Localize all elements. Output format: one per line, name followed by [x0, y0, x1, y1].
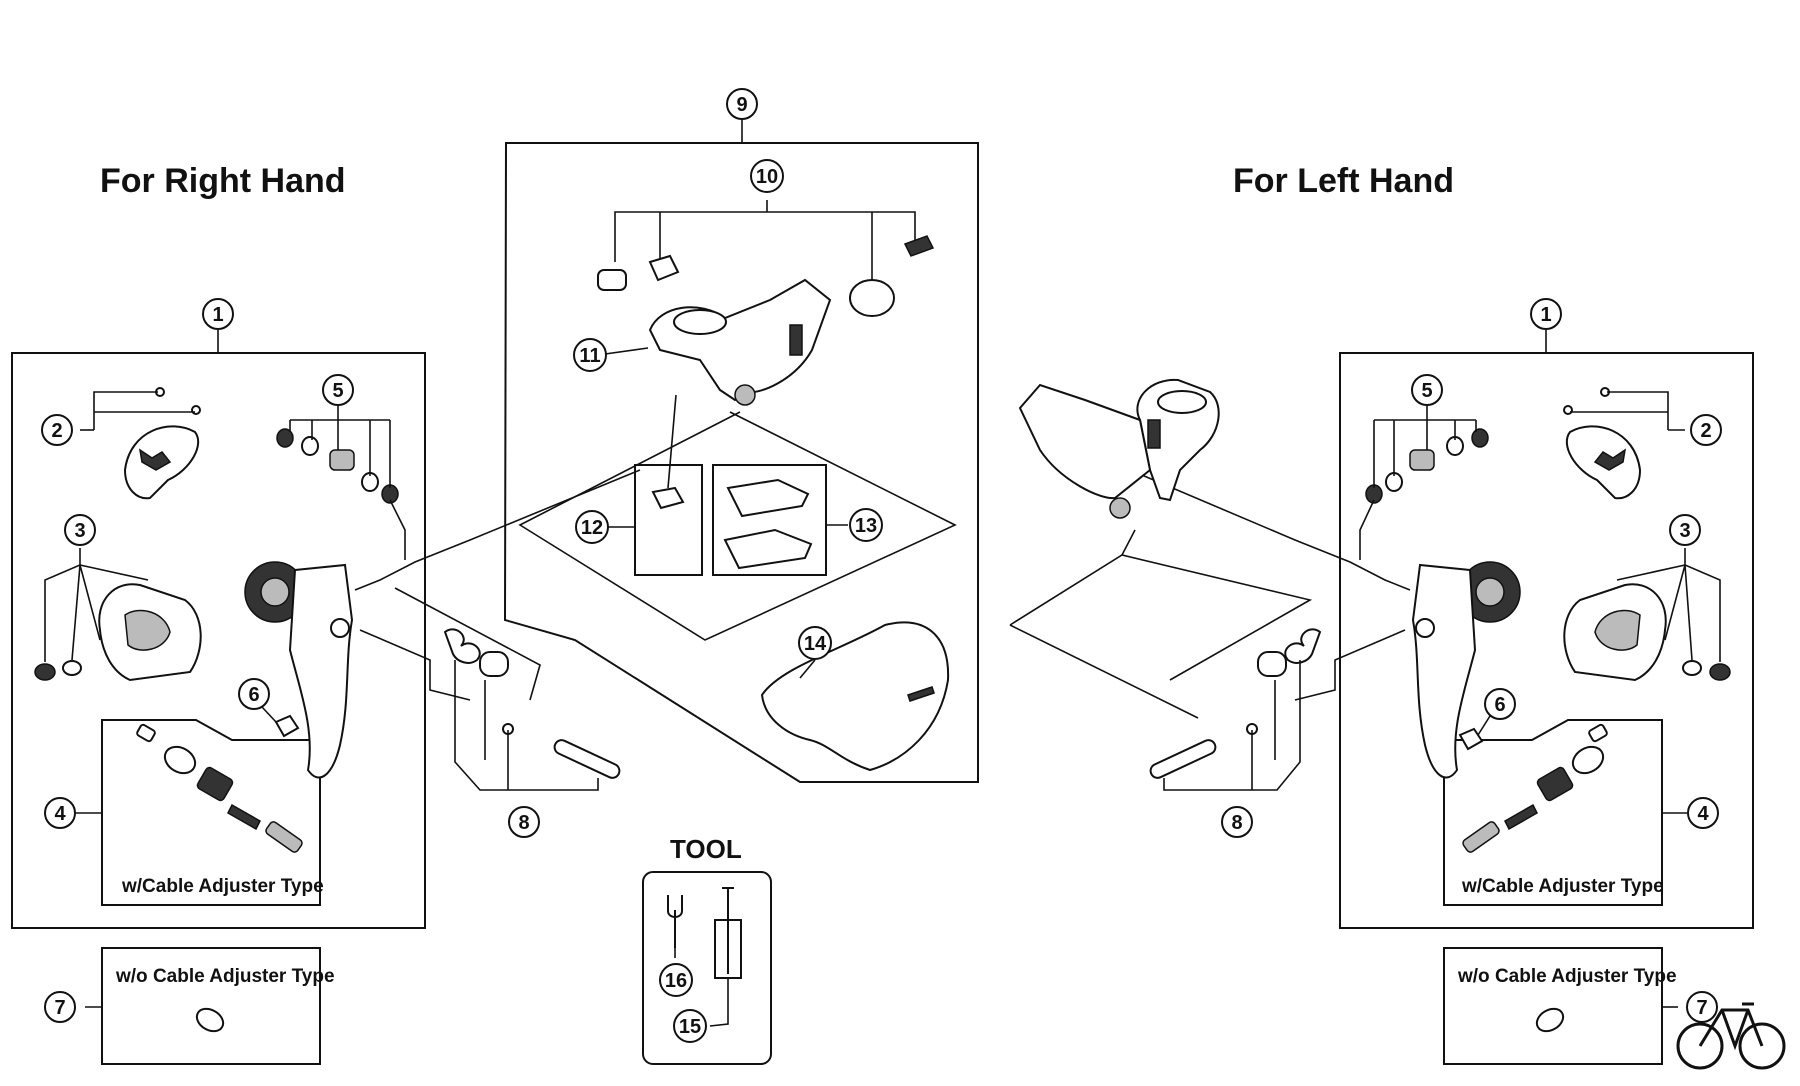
pad-12-part [651, 486, 685, 510]
left-hand-section: w/Cable Adjuster Type [1129, 330, 1754, 929]
callout-c9: 9 [726, 88, 758, 120]
left-adjuster-box [1443, 719, 1663, 906]
callout-l7: 7 [1686, 991, 1718, 1023]
right-no-adjuster-box [101, 947, 321, 1065]
callout-l5: 5 [1411, 374, 1443, 406]
svg-text:1: 1 [1540, 304, 1551, 326]
left-no-adjuster-box [1443, 947, 1663, 1065]
callout-r1: 1 [202, 298, 234, 330]
right-adjuster-label: w/Cable Adjuster Type [121, 876, 324, 897]
svg-text:10: 10 [756, 166, 778, 188]
pad-13-lower [723, 528, 813, 570]
svg-text:16: 16 [665, 970, 687, 992]
callout-c15: 15 [673, 1009, 707, 1043]
svg-text:8: 8 [518, 812, 529, 834]
right-body-part [34, 583, 202, 682]
left-adjuster-label: w/Cable Adjuster Type [1461, 876, 1664, 897]
callout-c11: 11 [573, 338, 607, 372]
tool-section: TOOL [642, 834, 772, 1065]
svg-text:4: 4 [1697, 803, 1709, 825]
callout-c16: 16 [659, 963, 693, 997]
left-ferrule-part [1535, 1007, 1565, 1033]
right-hand-section: w/Cable Adjuster Type [11, 330, 641, 929]
centre-main-box [503, 142, 979, 783]
left-no-adjuster-label: w/o Cable Adjuster Type [1457, 966, 1677, 987]
pad-12-box [634, 464, 703, 576]
svg-text:15: 15 [679, 1016, 701, 1038]
callout-l1: 1 [1530, 298, 1562, 330]
right-cover-part [123, 387, 201, 500]
svg-text:13: 13 [855, 515, 877, 537]
svg-text:5: 5 [1421, 380, 1432, 402]
left-adjuster-part [1462, 723, 1608, 853]
left-cover-part [1563, 387, 1642, 500]
svg-text:11: 11 [579, 345, 600, 367]
callout-r2: 2 [41, 414, 73, 446]
callout-r5: 5 [322, 374, 354, 406]
hood-cover-part [760, 621, 950, 772]
callout-r6: 6 [238, 678, 270, 710]
right-adjuster-part [136, 723, 303, 853]
bolt-part [597, 269, 627, 291]
callout-r3: 3 [64, 514, 96, 546]
left-pad-part [1458, 727, 1484, 751]
callout-l4: 4 [1687, 797, 1719, 829]
bracket-body-part [648, 278, 832, 406]
pad-13-box [712, 464, 827, 576]
callout-c13: 13 [849, 508, 883, 542]
tool-pick-part [714, 887, 742, 979]
callout-l2: 2 [1690, 414, 1722, 446]
callout-l8: 8 [1221, 806, 1253, 838]
svg-text:9: 9 [736, 94, 747, 116]
callout-c12: 12 [575, 510, 609, 544]
right-ferrule-part [195, 1007, 225, 1033]
callout-r7: 7 [44, 991, 76, 1023]
svg-text:12: 12 [581, 517, 603, 539]
pad-13-upper [726, 478, 810, 518]
svg-text:6: 6 [1494, 694, 1505, 716]
svg-text:1: 1 [212, 304, 223, 326]
heading-right-hand: For Right Hand [100, 162, 346, 200]
svg-text:3: 3 [1679, 520, 1690, 542]
svg-text:3: 3 [74, 520, 85, 542]
svg-text:6: 6 [248, 684, 259, 706]
callout-l6: 6 [1484, 688, 1516, 720]
plate-part [648, 254, 680, 282]
svg-text:8: 8 [1231, 812, 1242, 834]
bicycle-logo-icon [1676, 1002, 1786, 1070]
right-no-adjuster-label: w/o Cable Adjuster Type [115, 966, 335, 987]
right-pad-part [274, 714, 300, 738]
left-washer-set [1365, 428, 1489, 504]
svg-text:5: 5 [332, 380, 343, 402]
callout-l3: 3 [1669, 514, 1701, 546]
heading-left-hand: For Left Hand [1233, 162, 1454, 200]
callout-c10: 10 [750, 159, 784, 193]
callout-r8: 8 [508, 806, 540, 838]
svg-text:7: 7 [1696, 997, 1707, 1019]
tool-box [642, 871, 772, 1065]
svg-text:2: 2 [1700, 420, 1711, 442]
right-spring-set [443, 628, 621, 779]
clamp-band-part [849, 279, 895, 317]
tool-heading: TOOL [670, 834, 742, 864]
left-brake-lever [1411, 561, 1521, 779]
svg-text:2: 2 [51, 420, 62, 442]
svg-text:7: 7 [54, 997, 65, 1019]
left-body-part [1563, 583, 1731, 682]
left-spring-set [1149, 628, 1322, 779]
callout-r4: 4 [44, 797, 76, 829]
clamp-screw-part [903, 235, 935, 257]
svg-text:14: 14 [804, 633, 827, 655]
svg-text:4: 4 [54, 803, 66, 825]
callout-c14: 14 [798, 626, 832, 660]
centre-section [503, 118, 979, 783]
left-bracket-body-part [1018, 378, 1220, 519]
right-brake-lever [244, 561, 354, 779]
